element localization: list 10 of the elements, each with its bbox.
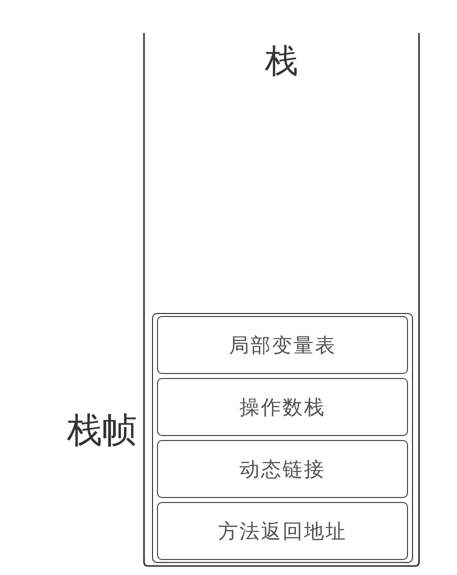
box-label: 方法返回地址 bbox=[218, 519, 347, 543]
stack-title: 栈 bbox=[265, 41, 298, 81]
box-label: 动态链接 bbox=[240, 457, 326, 481]
address-box bbox=[157, 502, 408, 560]
frame-label: 栈帧 bbox=[67, 410, 137, 452]
link-box bbox=[157, 440, 408, 498]
box-label: 操作数栈 bbox=[240, 395, 326, 419]
box-label: 局部变量表 bbox=[228, 333, 336, 357]
stack-box bbox=[157, 378, 408, 436]
table-box bbox=[157, 316, 408, 374]
